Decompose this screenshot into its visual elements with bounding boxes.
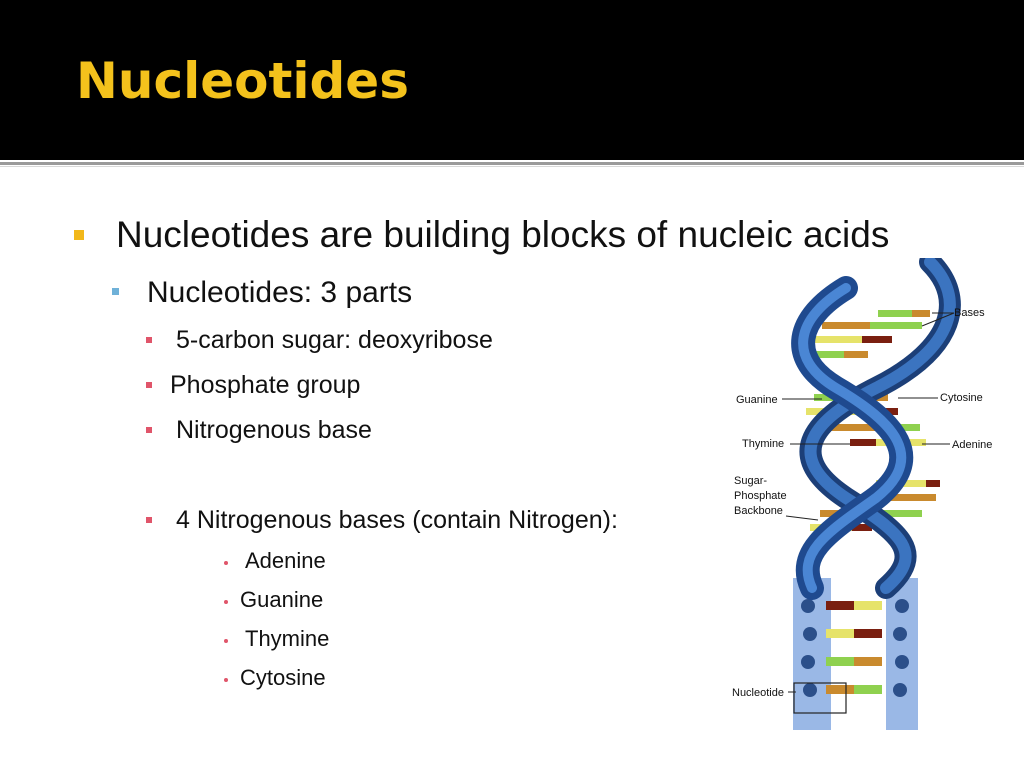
label-sugar-line3: Backbone <box>734 505 783 517</box>
label-thymine: Thymine <box>742 438 784 450</box>
bullet-four-bases: 4 Nitrogenous bases (contain Nitrogen): <box>176 506 618 534</box>
bullet-marker-level3 <box>146 382 152 388</box>
backbone-pentagons <box>801 599 909 697</box>
bullet-marker-level4 <box>224 639 228 643</box>
bullet-marker-level2 <box>112 288 119 295</box>
bullet-thymine: Thymine <box>245 626 330 651</box>
label-sugar-line1: Sugar- <box>734 475 767 487</box>
bullet-phosphate: Phosphate group <box>170 371 361 399</box>
title-divider <box>0 162 1024 165</box>
bullet-marker-level1 <box>74 230 84 240</box>
diagram-labels: Bases Guanine Cytosine Thymine Adenine S… <box>732 307 992 699</box>
dna-lower-region <box>793 578 918 730</box>
bullet-nitrogenous-base: Nitrogenous base <box>176 416 372 444</box>
dna-helix <box>791 258 961 600</box>
bullet-marker-level3 <box>146 337 152 343</box>
bullet-three-parts: Nucleotides: 3 parts <box>147 276 413 309</box>
nucleotide-box <box>793 682 847 714</box>
label-bases: Bases <box>954 307 985 319</box>
bullet-cytosine: Cytosine <box>240 665 326 690</box>
label-nucleotide: Nucleotide <box>732 687 784 699</box>
slide-title: Nucleotides <box>76 52 409 110</box>
label-guanine: Guanine <box>736 394 778 406</box>
backbone-strand-front-highlight <box>798 283 907 593</box>
title-bar <box>0 0 1024 160</box>
label-cytosine: Cytosine <box>940 392 983 404</box>
backbone-strand-back-highlight <box>804 258 956 594</box>
label-sugar-line2: Phosphate <box>734 490 787 502</box>
bullet-building-blocks: Nucleotides are building blocks of nucle… <box>116 214 890 255</box>
dna-diagram: Bases Guanine Cytosine Thymine Adenine S… <box>732 258 992 730</box>
lower-base-pairs <box>826 601 882 694</box>
bullet-marker-level3 <box>146 427 152 433</box>
title-divider-light <box>0 166 1024 167</box>
bullet-marker-level4 <box>224 600 228 604</box>
bullet-marker-level3 <box>146 517 152 523</box>
label-adenine: Adenine <box>952 439 992 451</box>
bullet-guanine: Guanine <box>240 587 324 612</box>
bullet-marker-level4 <box>224 678 228 682</box>
bullet-adenine: Adenine <box>245 548 326 573</box>
bullet-sugar: 5-carbon sugar: deoxyribose <box>176 326 493 354</box>
bullet-marker-level4 <box>224 561 228 565</box>
